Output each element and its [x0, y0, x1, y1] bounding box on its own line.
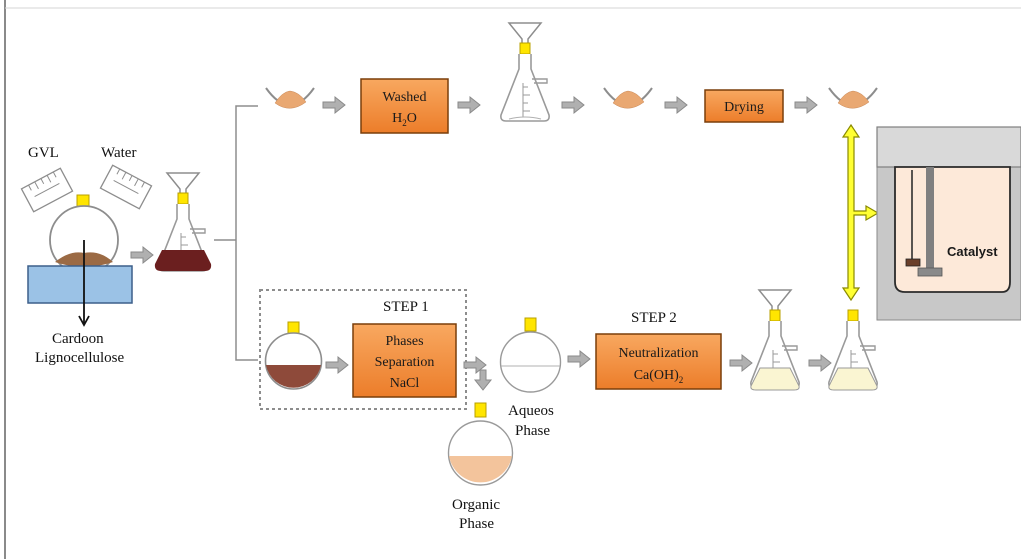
water-cylinder-icon	[99, 164, 153, 210]
arrow-to-bowl-3	[794, 96, 818, 114]
filtration-flask-3-icon	[750, 289, 800, 391]
step1-dashed-frame	[259, 289, 467, 410]
arrow-to-final-flask	[808, 354, 832, 372]
arrow-to-bowl-2	[561, 96, 585, 114]
organic-phase-label: Phase	[459, 516, 494, 532]
step1-label: STEP 1	[383, 299, 429, 315]
arrow-to-filter-2	[457, 96, 481, 114]
aqueous-phase-label: Phase	[515, 423, 550, 439]
washed-label: Washed	[383, 90, 427, 105]
final-flask-icon	[828, 309, 878, 391]
gvl-cylinder-icon	[20, 167, 74, 213]
cardoon-label: Cardoon	[52, 331, 104, 347]
arrow-reactor-to-filter	[130, 246, 154, 264]
filtration-flask-2-icon	[500, 22, 550, 122]
nacl-label: NaCl	[390, 376, 420, 391]
h2o-label: H2O	[392, 111, 417, 128]
arrow-to-washing	[322, 96, 346, 114]
phase-flask-icon	[264, 321, 323, 390]
catalyst-reactor-icon: Catalyst	[876, 126, 1021, 321]
split-connector	[214, 105, 258, 361]
arrow-to-neutralization	[567, 350, 591, 368]
heating-plate	[27, 265, 133, 304]
lignocellulose-label: Lignocellulose	[35, 350, 124, 366]
organic-label: Organic	[452, 497, 500, 513]
neutralization-box: Neutralization Ca(OH)2	[595, 333, 722, 390]
drying-label: Drying	[724, 100, 764, 115]
dried-solid-bowl-icon	[828, 87, 878, 110]
filtration-flask-icon	[154, 172, 212, 272]
aqueos-label: Aqueos	[508, 403, 554, 419]
catalyst-label: Catalyst	[947, 244, 998, 259]
arrow-to-drying	[664, 96, 688, 114]
organic-phase-flask-icon	[447, 402, 514, 486]
arrow-to-phase-separation	[325, 356, 349, 374]
arrow-to-organic	[474, 369, 492, 391]
washed-solid-bowl-icon	[603, 87, 653, 110]
washed-h2o-box: Washed H2O	[360, 78, 449, 134]
separation-label: Separation	[375, 355, 435, 370]
phases-separation-box: Phases Separation NaCl	[352, 323, 457, 398]
caoh2-label: Ca(OH)2	[634, 368, 684, 385]
solid-residue-bowl-icon	[265, 87, 315, 110]
gvl-label: GVL	[28, 145, 59, 161]
phases-label: Phases	[385, 334, 423, 349]
aqueous-phase-flask-icon	[499, 317, 562, 393]
water-label: Water	[101, 145, 136, 161]
arrow-to-filter-3	[729, 354, 753, 372]
yellow-double-arrow	[841, 123, 880, 302]
neutralization-label: Neutralization	[618, 346, 698, 361]
drying-box: Drying	[704, 89, 784, 123]
step2-label: STEP 2	[631, 310, 677, 326]
